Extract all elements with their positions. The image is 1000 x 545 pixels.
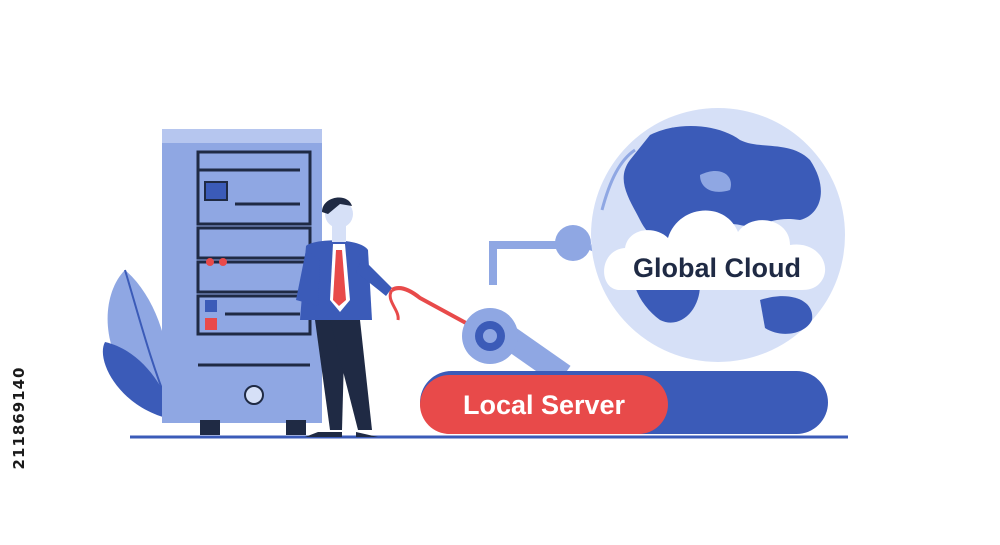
server-rack-icon — [162, 129, 322, 435]
cable — [390, 286, 489, 337]
cloud-icon: Global Cloud — [604, 210, 826, 290]
global-cloud-label: Global Cloud — [633, 253, 801, 283]
local-server-bar: Local Server — [420, 371, 828, 434]
local-server-label: Local Server — [463, 390, 626, 420]
connector-arm — [462, 225, 627, 386]
local-server-pill — [420, 375, 668, 434]
stock-id-text: 211869140 — [10, 367, 28, 470]
businessman-icon — [296, 197, 392, 437]
